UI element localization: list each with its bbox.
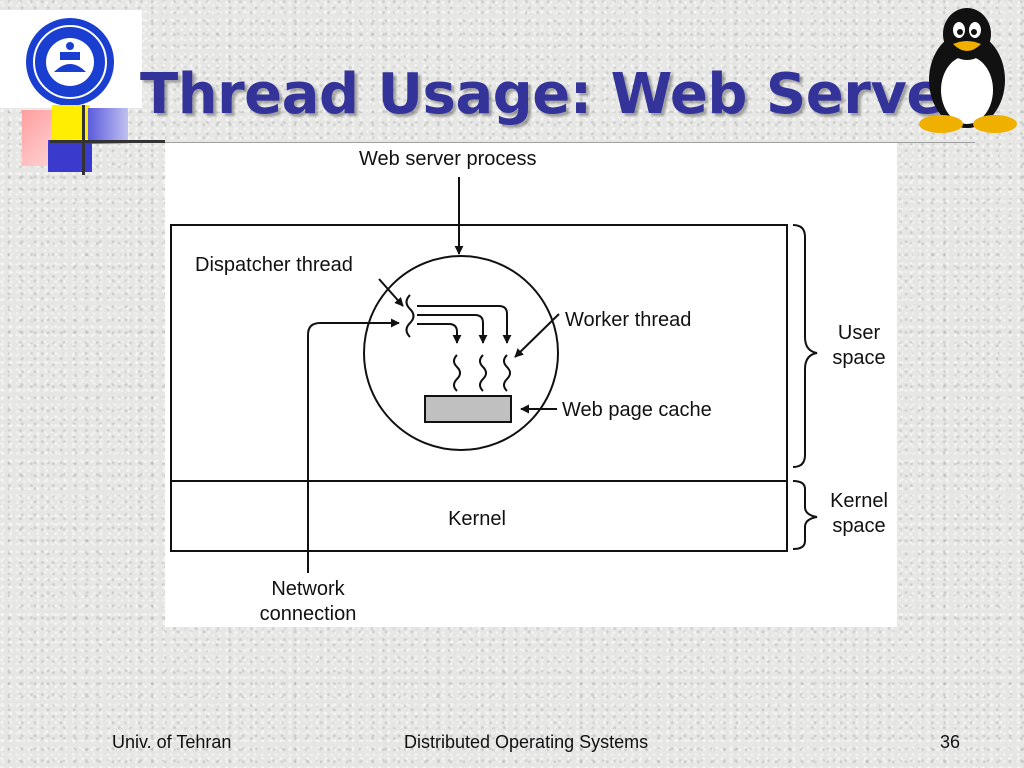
- dispatcher-label: Dispatcher thread: [195, 254, 353, 276]
- kernel-space-brace: [792, 480, 818, 550]
- web-page-cache-box: [424, 395, 512, 423]
- title-rule: [165, 142, 975, 143]
- decor-square-blue: [48, 140, 92, 172]
- dispatcher-pointer-arrow: [378, 278, 404, 307]
- worker-thread-1: [453, 354, 461, 392]
- user-space-label-line1: User: [838, 322, 881, 344]
- cache-label: Web page cache: [562, 399, 712, 421]
- worker-thread-2: [479, 354, 487, 392]
- user-space-brace: [792, 224, 818, 468]
- dispatch-arrow-1: [417, 323, 462, 344]
- decor-square-blue-light: [88, 108, 128, 144]
- worker-pointer-arrow: [514, 313, 560, 358]
- web-server-diagram: Web server process Dispatcher thread Wor…: [165, 143, 897, 627]
- kernel-label: Kernel: [448, 508, 506, 530]
- kernel-box: [170, 480, 788, 552]
- network-label-line2: connection: [260, 603, 357, 625]
- footer-course: Distributed Operating Systems: [404, 732, 649, 752]
- process-label: Web server process: [359, 148, 536, 170]
- worker-thread-3: [503, 354, 511, 392]
- kernel-space-label-line2: space: [832, 515, 885, 537]
- kernel-space-label-line1: Kernel: [830, 490, 888, 512]
- logo-panel: [0, 10, 142, 108]
- web-server-process-circle: [363, 255, 559, 451]
- worker-label: Worker thread: [565, 309, 691, 331]
- slide-title: Thread Usage: Web Server: [140, 62, 971, 127]
- dispatch-arrow-2: [417, 314, 488, 344]
- dispatcher-thread-squiggle: [405, 294, 415, 338]
- network-label-line1: Network: [271, 578, 345, 600]
- tux-penguin-icon: [919, 8, 1017, 133]
- user-space-label-line2: space: [832, 347, 885, 369]
- decor-bar-vertical: [82, 105, 85, 175]
- network-connection-arrow: [307, 318, 400, 573]
- university-seal-icon: [26, 18, 114, 106]
- page-number: 36: [940, 732, 961, 752]
- decor-bar-horizontal: [50, 140, 165, 143]
- dispatch-arrow-3: [417, 305, 512, 344]
- footer-university: Univ. of Tehran: [112, 732, 232, 752]
